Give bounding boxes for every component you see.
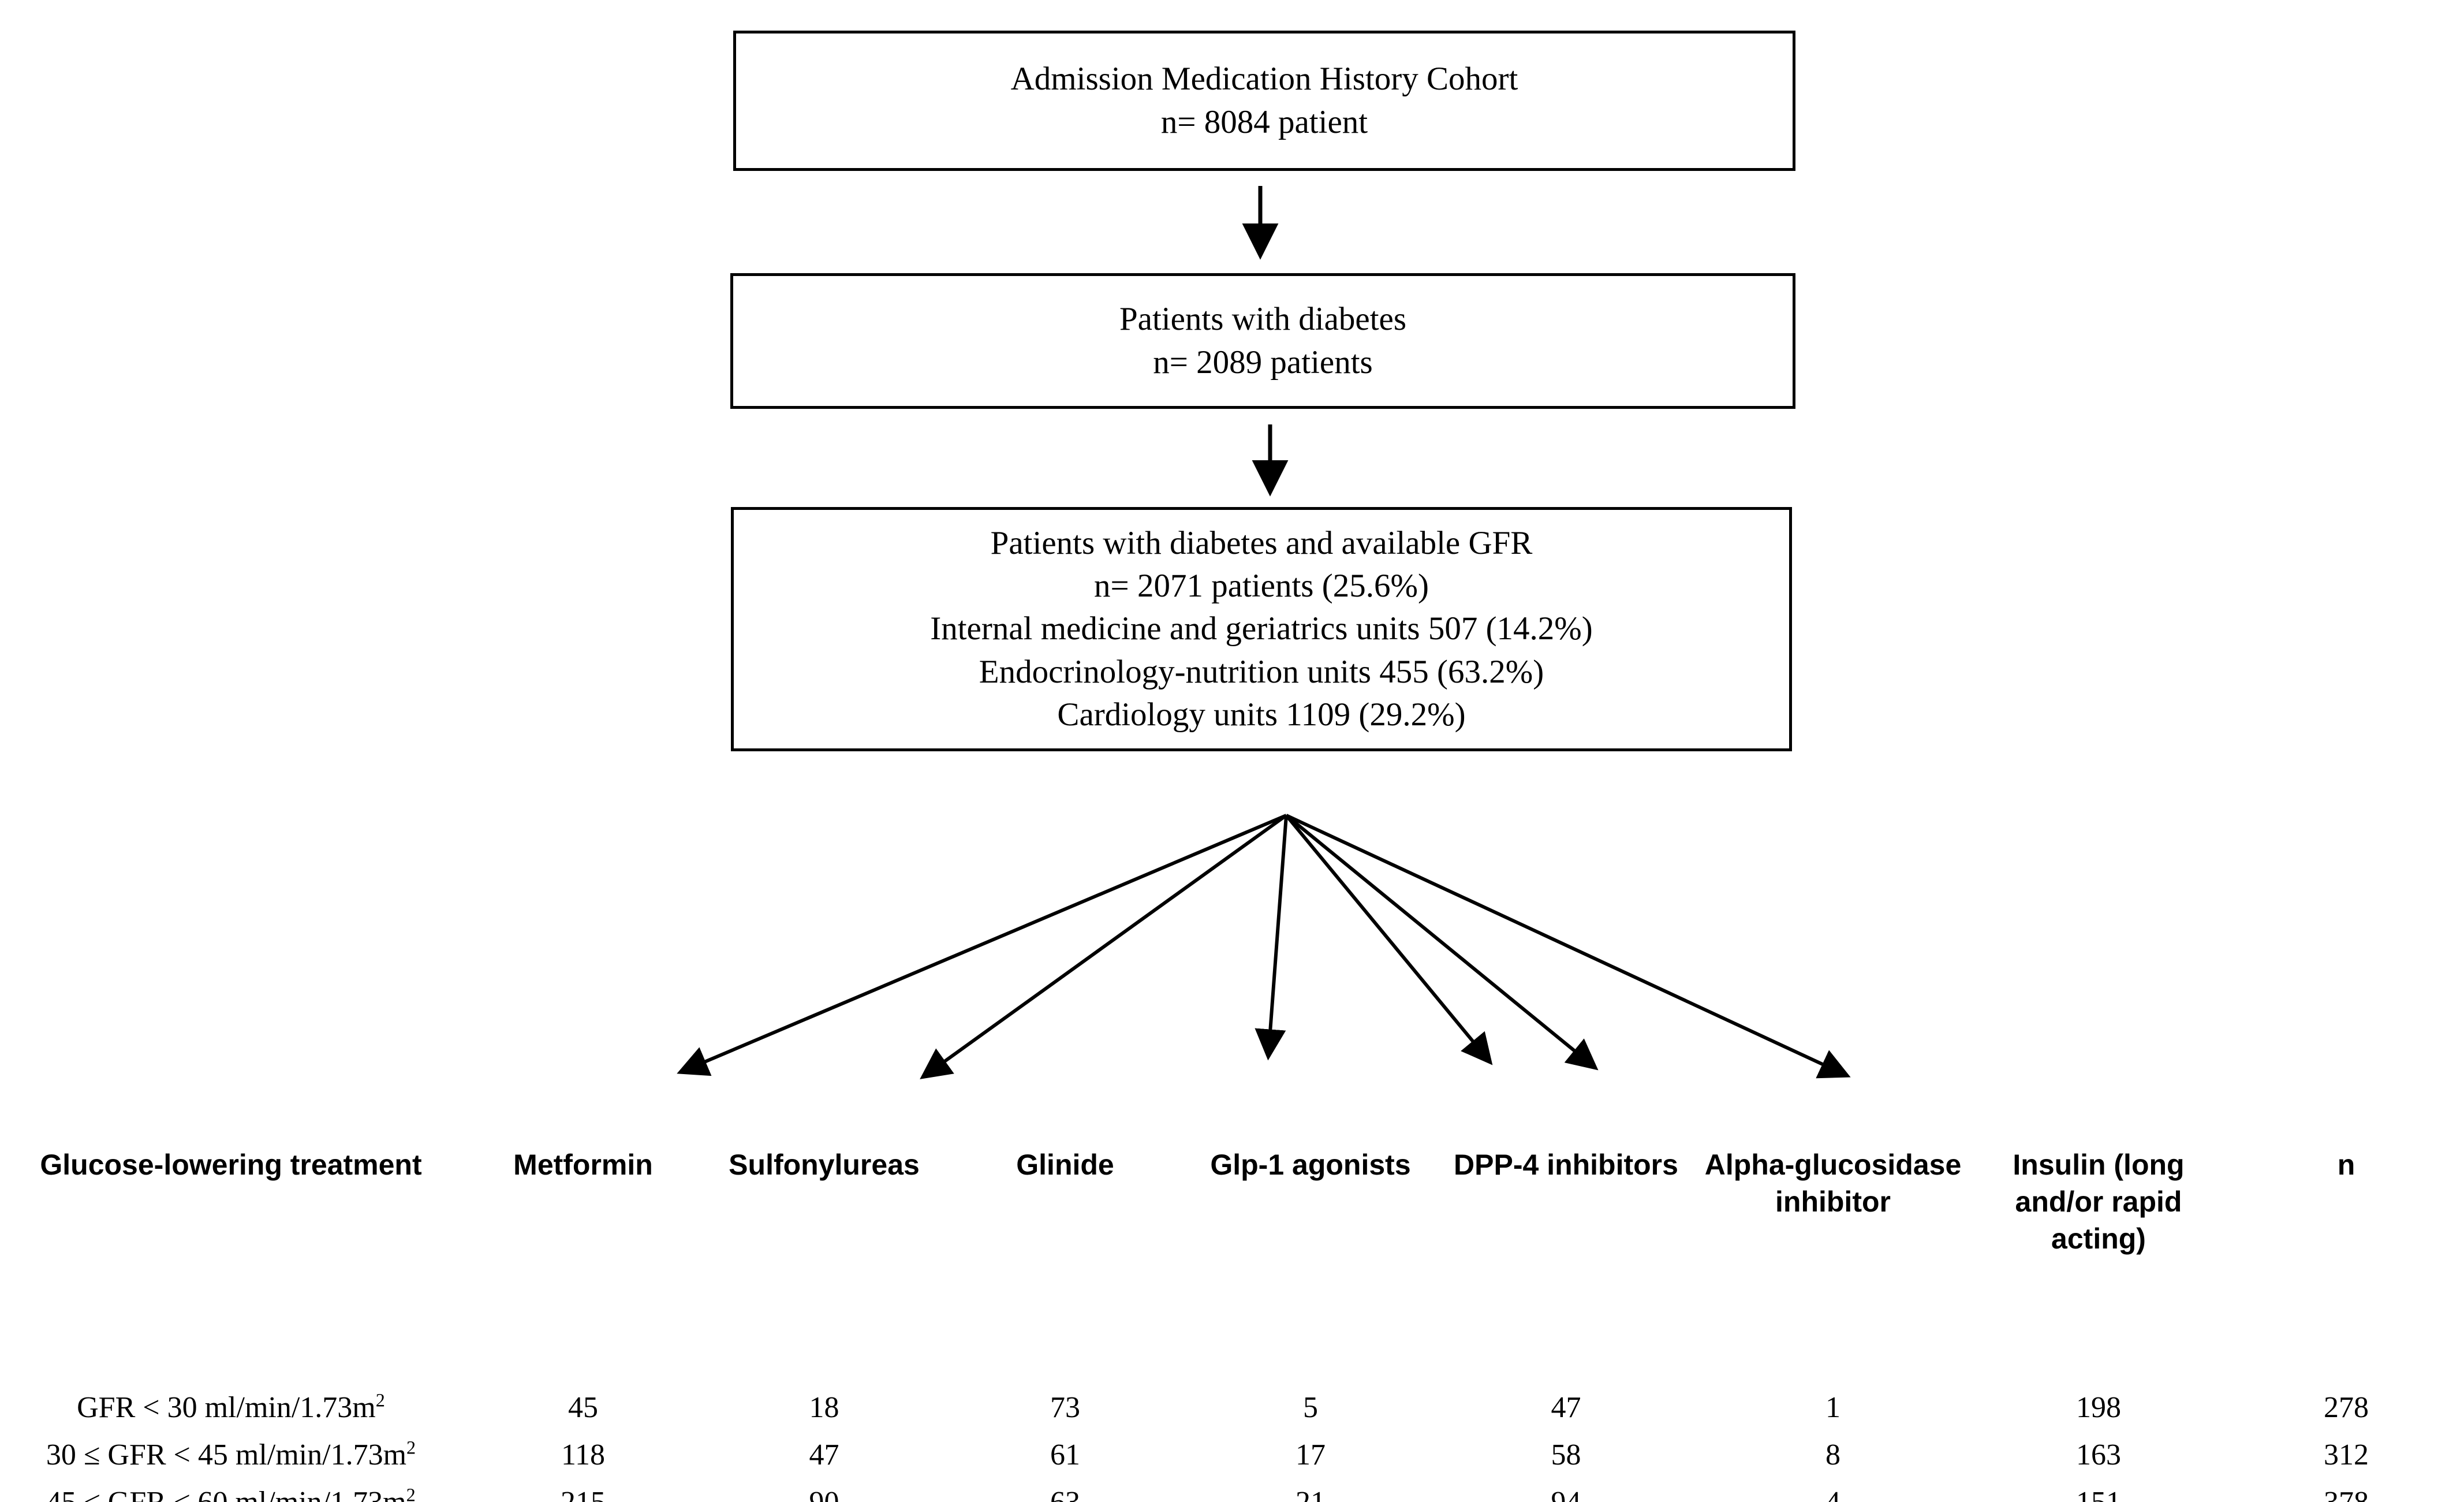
superscript-2: 2 (375, 1389, 385, 1411)
column-header-sulfonylureas: Sulfonylureas (729, 1149, 920, 1181)
row-label-gfr-30-45: 30 ≤ GFR < 45 ml/min/1.73m2 (46, 1437, 416, 1471)
cell-sulfonylureas: 47 (809, 1438, 839, 1471)
flow-box-diabetes-line-2: n= 2089 patients (1153, 344, 1373, 381)
table-row: GFR < 30 ml/min/1.73m2 45 18 73 5 47 1 1… (0, 1384, 2464, 1432)
cell-insulin: 163 (2076, 1438, 2121, 1471)
arrow-fanout-4 (1285, 814, 1493, 1065)
column-header-metformin: Metformin (513, 1149, 653, 1181)
flow-box-gfr-line-4: Endocrinology-nutrition units 455 (63.2%… (979, 653, 1544, 690)
flow-box-cohort-line-2: n= 8084 patient (1160, 103, 1368, 140)
table-header-spacer (0, 1263, 2464, 1384)
table-header-row: Glucose-lowering treatment Metformin Sul… (0, 1146, 2464, 1263)
cell-glp1: 5 (1303, 1391, 1318, 1424)
arrow-fanout-1 (677, 814, 1287, 1076)
cell-insulin: 151 (1969, 1479, 2228, 1502)
column-header-n: n (2337, 1149, 2355, 1181)
cell-sulfonylureas: 18 (809, 1391, 839, 1424)
superscript-2: 2 (406, 1437, 416, 1458)
flow-box-gfr-line-2: n= 2071 patients (25.6%) (1094, 568, 1429, 605)
column-header-insulin: Insulin (long and/or rapid acting) (2013, 1149, 2185, 1255)
arrow-fanout-3 (1255, 815, 1288, 1061)
column-header-glinide: Glinide (1016, 1149, 1114, 1181)
cell-glinide: 61 (1050, 1438, 1080, 1471)
flow-box-diabetes: Patients with diabetes n= 2089 patients (730, 273, 1795, 409)
flow-box-diabetes-line-1: Patients with diabetes (1119, 301, 1407, 338)
cell-metformin: 45 (568, 1391, 598, 1424)
flow-box-gfr-line-3: Internal medicine and geriatrics units 5… (930, 610, 1593, 647)
flow-box-cohort: Admission Medication History Cohort n= 8… (733, 31, 1795, 171)
cell-glinide: 63 (944, 1479, 1186, 1502)
cell-n: 278 (2324, 1391, 2369, 1424)
table-row: 45 ≤ GFR ≤ 60 ml/min/1.73m2 215 90 63 21… (0, 1479, 2464, 1502)
arrow-fanout-2 (920, 814, 1287, 1079)
column-header-treatment: Glucose-lowering treatment (40, 1149, 422, 1181)
cell-dpp4: 94 (1435, 1479, 1697, 1502)
cell-alpha: 8 (1825, 1438, 1840, 1471)
column-header-dpp4-inhibitors: DPP-4 inhibitors (1454, 1149, 1678, 1181)
cell-alpha: 4 (1697, 1479, 1969, 1502)
cell-n: 312 (2324, 1438, 2369, 1471)
cell-n: 378 (2228, 1479, 2464, 1502)
arrow-fanout-6 (1285, 814, 1851, 1079)
column-header-alpha-glucosidase-inhibitor: Alpha-glucosidase inhibitor (1704, 1149, 1962, 1218)
column-header-glp1-agonists: Glp-1 agonists (1210, 1149, 1411, 1181)
cell-alpha: 1 (1825, 1391, 1840, 1424)
cell-glp1: 21 (1186, 1479, 1435, 1502)
cell-dpp4: 47 (1551, 1391, 1581, 1424)
flow-box-gfr-line-5: Cardiology units 1109 (29.2%) (1057, 696, 1466, 733)
cell-sulfonylureas: 90 (704, 1479, 944, 1502)
cell-metformin: 118 (561, 1438, 606, 1471)
row-label-gfr-45-60: 45 ≤ GFR ≤ 60 ml/min/1.73m2 (0, 1479, 462, 1502)
table-body: GFR < 30 ml/min/1.73m2 45 18 73 5 47 1 1… (0, 1384, 2464, 1502)
cell-glinide: 73 (1050, 1391, 1080, 1424)
cell-glp1: 17 (1296, 1438, 1326, 1471)
cell-insulin: 198 (2076, 1391, 2121, 1424)
row-label-gfr-lt-30: GFR < 30 ml/min/1.73m2 (77, 1389, 385, 1424)
arrow-fanout-5 (1285, 814, 1599, 1071)
superscript-2: 2 (406, 1484, 416, 1502)
table-row: 30 ≤ GFR < 45 ml/min/1.73m2 118 47 61 17… (0, 1432, 2464, 1479)
glucose-lowering-treatment-table: Glucose-lowering treatment Metformin Sul… (0, 1146, 2464, 1502)
cell-metformin: 215 (462, 1479, 704, 1502)
flow-box-cohort-line-1: Admission Medication History Cohort (1010, 61, 1518, 98)
flow-box-gfr-line-1: Patients with diabetes and available GFR (990, 525, 1533, 562)
cell-dpp4: 58 (1551, 1438, 1581, 1471)
flow-box-gfr: Patients with diabetes and available GFR… (731, 507, 1792, 751)
header-spacer-cell (0, 1263, 2464, 1384)
